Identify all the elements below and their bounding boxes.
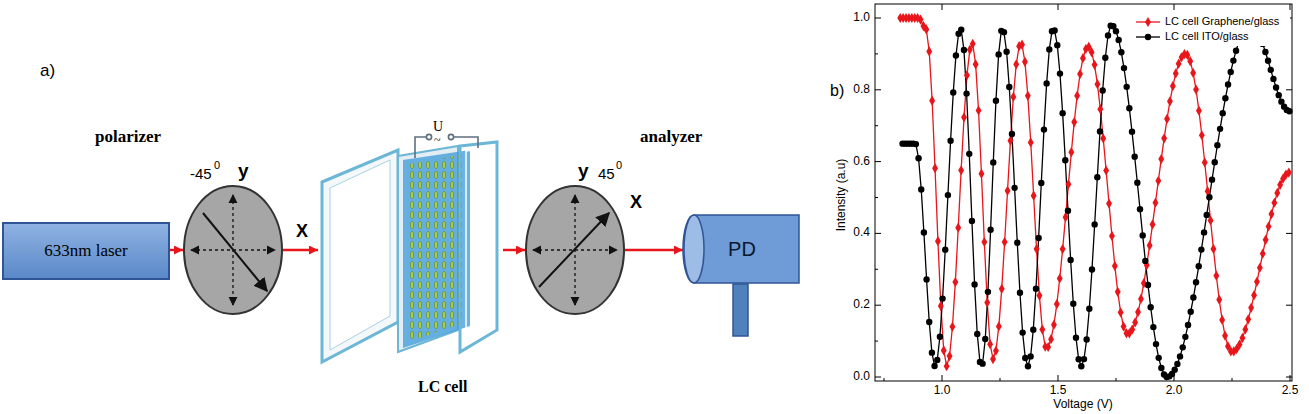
ac-symbol: ~ bbox=[434, 134, 441, 147]
lc-cell: LC cell bbox=[318, 138, 503, 396]
node-label: LC cell bbox=[418, 378, 467, 396]
beam-arrow bbox=[503, 249, 525, 252]
voltage-wires bbox=[415, 134, 478, 158]
analyzer-disc-outline bbox=[525, 185, 625, 315]
chart-plot bbox=[875, 4, 1293, 381]
polarizer-disc: polarizer bbox=[183, 185, 283, 315]
tick-label: 0.8 bbox=[853, 83, 870, 96]
axis-letter: y bbox=[238, 161, 249, 182]
polarizer-disc-outline bbox=[183, 185, 283, 315]
analyzer-disc: analyzer bbox=[525, 185, 625, 315]
node-label: PD bbox=[728, 238, 756, 261]
tick-label: 1.5 bbox=[1050, 384, 1067, 397]
axis-letter: X bbox=[296, 222, 308, 242]
detector-stand bbox=[733, 284, 748, 336]
node-label: polarizer bbox=[95, 127, 161, 147]
axis-title: Voltage (V) bbox=[1053, 398, 1112, 411]
tick-label: 1.0 bbox=[934, 384, 951, 397]
tick-label: 0.0 bbox=[853, 370, 870, 383]
legend-entry: LC cell Graphene/glass bbox=[1163, 15, 1281, 28]
panel-letter: a) bbox=[40, 62, 55, 81]
lc-cell-drawing bbox=[322, 142, 497, 362]
node-label: analyzer bbox=[640, 127, 702, 147]
tick-label: 1.0 bbox=[853, 11, 870, 24]
beam-arrow bbox=[283, 249, 318, 252]
photodetector: PD bbox=[683, 213, 801, 285]
voltage-symbol: U bbox=[433, 119, 443, 134]
axis-title: Intensity (a.u) bbox=[835, 159, 848, 232]
degree-mark: 0 bbox=[214, 159, 220, 171]
node-label: 633nm laser bbox=[44, 241, 128, 261]
angle-value: 45 bbox=[598, 166, 615, 183]
angle-value: -45 bbox=[190, 166, 212, 183]
tick-label: 0.6 bbox=[853, 155, 870, 168]
laser-box: 633nm laser bbox=[2, 222, 170, 280]
tick-label: 0.2 bbox=[853, 298, 870, 311]
degree-mark: 0 bbox=[616, 159, 622, 171]
tick-label: 2.0 bbox=[1166, 384, 1183, 397]
legend-samples bbox=[1132, 13, 1290, 46]
legend-entry: LC cell ITO/glass bbox=[1163, 30, 1251, 43]
axis-letter: X bbox=[630, 193, 642, 213]
beam-arrow bbox=[625, 249, 683, 252]
tick-label: 0.4 bbox=[853, 226, 870, 239]
panel-letter: b) bbox=[830, 82, 844, 100]
tick-label: 2.5 bbox=[1282, 384, 1299, 397]
beam-arrow bbox=[170, 249, 183, 252]
axis-letter: y bbox=[578, 161, 589, 182]
